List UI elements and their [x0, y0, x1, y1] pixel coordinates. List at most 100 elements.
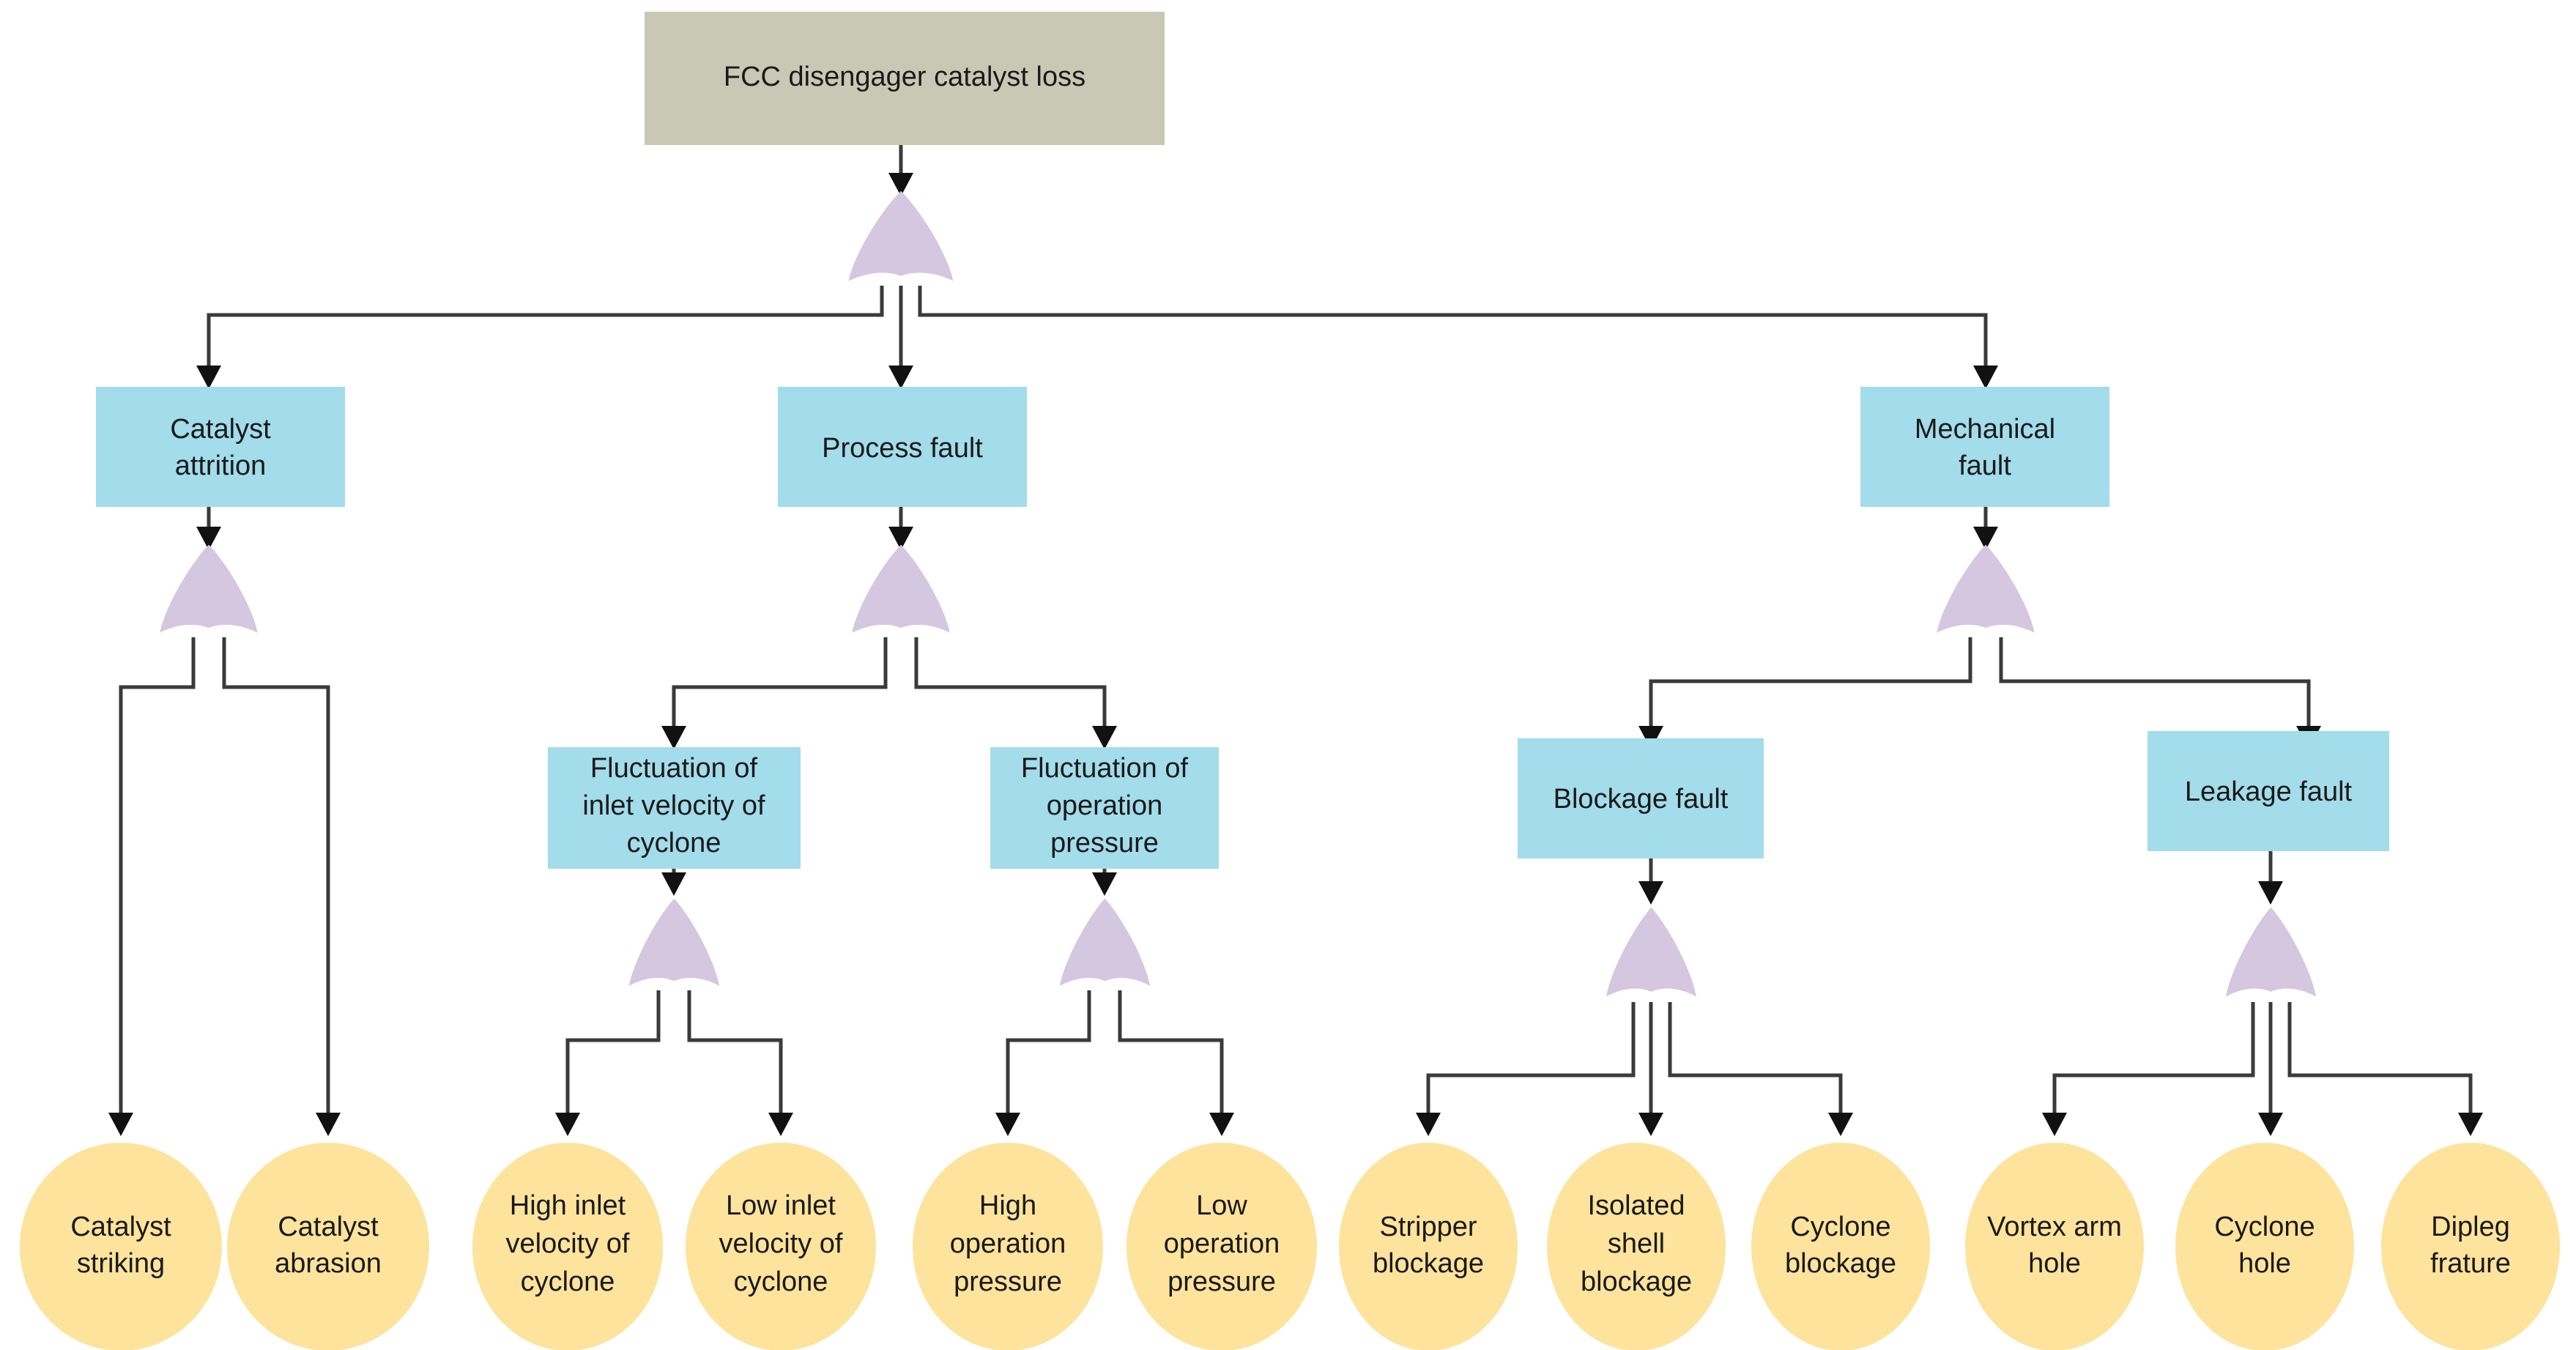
intermediate-label-inlet-velocity-line3: cyclone [627, 828, 721, 858]
intermediate-label-mechanical-fault-line1: Mechanical [1915, 414, 2055, 445]
basic-label-catalyst-abrasion-line1: Catalyst [278, 1212, 379, 1242]
basic-ellipse-dipleg-frature[interactable] [2381, 1143, 2560, 1350]
basic-label-high-operation-pressure-line3: pressure [954, 1266, 1062, 1297]
intermediate-label-inlet-velocity-line2: inlet velocity of [582, 790, 765, 821]
basic-label-dipleg-frature-line2: frature [2430, 1248, 2511, 1279]
intermediate-box-fluctuation-inlet-velocity[interactable] [548, 747, 801, 869]
basic-label-cyclone-blockage-line1: Cyclone [1790, 1212, 1890, 1242]
basic-label-stripper-blockage-line2: blockage [1373, 1248, 1484, 1279]
basic-ellipse-catalyst-abrasion[interactable] [227, 1143, 429, 1350]
intermediate-event-catalyst-attrition[interactable]: Catalyst attrition [96, 387, 345, 507]
connector-top-gate-to-level1 [196, 286, 1998, 389]
gate-layer [160, 190, 2317, 997]
intermediate-box-blockage-fault[interactable] [1518, 738, 1764, 858]
intermediate-label-inlet-velocity-line1: Fluctuation of [590, 753, 758, 784]
intermediate-box-leakage-fault[interactable] [2148, 731, 2389, 851]
intermediate-event-process-fault[interactable]: Process fault [778, 387, 1027, 507]
top-event-node[interactable]: FCC disengager catalyst loss [645, 12, 1165, 145]
basic-ellipse-low-inlet-velocity[interactable] [686, 1143, 876, 1350]
basic-ellipse-high-operation-pressure[interactable] [913, 1143, 1103, 1350]
intermediate-event-mechanical-fault[interactable]: Mechanical fault [1860, 387, 2109, 507]
intermediate-label-catalyst-attrition-line1: Catalyst [170, 414, 271, 445]
intermediate-box-fluctuation-operation-pressure[interactable] [990, 747, 1219, 869]
or-gate-top-event[interactable] [848, 190, 954, 281]
or-gate-leakage-fault[interactable] [2225, 907, 2317, 997]
basic-label-cyclone-blockage-line2: blockage [1785, 1248, 1896, 1279]
or-gate-blockage-fault[interactable] [1606, 907, 1697, 997]
connector-inlet-velocity-to-gate [661, 869, 686, 896]
connector-catalyst-attrition-to-gate [196, 507, 221, 550]
basic-label-high-inlet-velocity-line3: cyclone [521, 1266, 615, 1297]
intermediate-label-leakage-fault: Leakage fault [2185, 776, 2353, 807]
intermediate-label-operation-pressure-line2: operation [1047, 790, 1162, 821]
basic-ellipse-stripper-blockage[interactable] [1339, 1143, 1518, 1350]
basic-label-low-operation-pressure-line3: pressure [1168, 1266, 1276, 1297]
basic-label-vortex-arm-hole-line1: Vortex arm [1987, 1212, 2122, 1242]
basic-label-high-operation-pressure-line1: High [979, 1190, 1036, 1221]
basic-label-catalyst-abrasion-line2: abrasion [275, 1248, 382, 1279]
or-gate-mechanical-fault[interactable] [1937, 544, 2035, 633]
basic-ellipse-cyclone-hole[interactable] [2175, 1143, 2354, 1350]
intermediate-event-leakage-fault[interactable]: Leakage fault [2148, 731, 2389, 851]
basic-event-stripper-blockage[interactable]: Stripper blockage [1339, 1143, 1518, 1350]
connector-leakage-fault-to-gate [2258, 851, 2283, 905]
or-gate-catalyst-attrition[interactable] [160, 544, 258, 633]
basic-label-low-inlet-velocity-line1: Low inlet [726, 1190, 836, 1221]
basic-ellipse-cyclone-blockage[interactable] [1751, 1143, 1930, 1350]
intermediate-label-process-fault: Process fault [822, 433, 983, 464]
connector-operation-pressure-to-gate [1092, 869, 1117, 896]
connector-top-event-to-gate [888, 145, 913, 196]
connector-process-fault-gate-children [661, 637, 1117, 749]
basic-event-high-inlet-velocity[interactable]: High inlet velocity of cyclone [472, 1143, 663, 1350]
intermediate-label-operation-pressure-line1: Fluctuation of [1021, 753, 1189, 784]
intermediate-event-blockage-fault[interactable]: Blockage fault [1518, 738, 1764, 858]
basic-label-stripper-blockage-line1: Stripper [1379, 1212, 1477, 1242]
basic-event-catalyst-striking[interactable]: Catalyst striking [20, 1143, 222, 1350]
basic-label-low-operation-pressure-line1: Low [1196, 1190, 1247, 1221]
basic-event-cyclone-blockage[interactable]: Cyclone blockage [1751, 1143, 1930, 1350]
basic-label-cyclone-hole-line1: Cyclone [2214, 1212, 2315, 1242]
intermediate-label-operation-pressure-line3: pressure [1050, 828, 1159, 858]
connector-process-fault-to-gate [888, 507, 913, 550]
connector-leakage-fault-gate-children [2042, 1002, 2483, 1136]
basic-label-vortex-arm-hole-line2: hole [2028, 1248, 2081, 1279]
connector-blockage-fault-gate-children [1416, 1002, 1853, 1136]
basic-event-cyclone-hole[interactable]: Cyclone hole [2175, 1143, 2354, 1350]
basic-event-high-operation-pressure[interactable]: High operation pressure [913, 1143, 1103, 1350]
basic-label-high-inlet-velocity-line1: High inlet [510, 1190, 626, 1221]
intermediate-box-process-fault[interactable] [778, 387, 1027, 507]
basic-label-cyclone-hole-line2: hole [2238, 1248, 2291, 1279]
intermediate-event-fluctuation-inlet-velocity[interactable]: Fluctuation of inlet velocity of cyclone [548, 747, 801, 869]
basic-label-high-operation-pressure-line2: operation [950, 1228, 1066, 1259]
basic-label-low-inlet-velocity-line2: velocity of [719, 1228, 843, 1259]
intermediate-label-blockage-fault: Blockage fault [1554, 784, 1729, 815]
basic-event-catalyst-abrasion[interactable]: Catalyst abrasion [227, 1143, 429, 1350]
basic-ellipse-catalyst-striking[interactable] [20, 1143, 222, 1350]
top-event-box[interactable] [645, 12, 1165, 145]
basic-event-dipleg-frature[interactable]: Dipleg frature [2381, 1143, 2560, 1350]
connector-catalyst-attrition-gate-children [108, 637, 341, 1136]
intermediate-box-catalyst-attrition[interactable] [96, 387, 345, 507]
basic-label-isolated-shell-blockage-line2: shell [1608, 1228, 1665, 1259]
basic-label-catalyst-striking-line1: Catalyst [70, 1212, 171, 1242]
basic-label-isolated-shell-blockage-line3: blockage [1581, 1266, 1692, 1297]
connector-layer [108, 145, 2483, 1136]
connector-inlet-velocity-gate-children [555, 990, 793, 1136]
basic-event-low-operation-pressure[interactable]: Low operation pressure [1126, 1143, 1317, 1350]
or-gate-process-fault[interactable] [852, 544, 950, 633]
basic-ellipse-low-operation-pressure[interactable] [1126, 1143, 1317, 1350]
intermediate-label-catalyst-attrition-line2: attrition [175, 450, 267, 481]
basic-ellipse-vortex-arm-hole[interactable] [1965, 1143, 2144, 1350]
basic-ellipse-high-inlet-velocity[interactable] [472, 1143, 663, 1350]
basic-event-low-inlet-velocity[interactable]: Low inlet velocity of cyclone [686, 1143, 876, 1350]
or-gate-operation-pressure[interactable] [1059, 898, 1151, 986]
intermediate-event-fluctuation-operation-pressure[interactable]: Fluctuation of operation pressure [990, 747, 1219, 869]
intermediate-box-mechanical-fault[interactable] [1860, 387, 2109, 507]
basic-label-low-inlet-velocity-line3: cyclone [734, 1266, 828, 1297]
or-gate-inlet-velocity[interactable] [628, 898, 720, 986]
basic-ellipse-isolated-shell-blockage[interactable] [1547, 1143, 1726, 1350]
basic-label-isolated-shell-blockage-line1: Isolated [1587, 1190, 1685, 1221]
basic-event-isolated-shell-blockage[interactable]: Isolated shell blockage [1547, 1143, 1726, 1350]
basic-event-vortex-arm-hole[interactable]: Vortex arm hole [1965, 1143, 2144, 1350]
